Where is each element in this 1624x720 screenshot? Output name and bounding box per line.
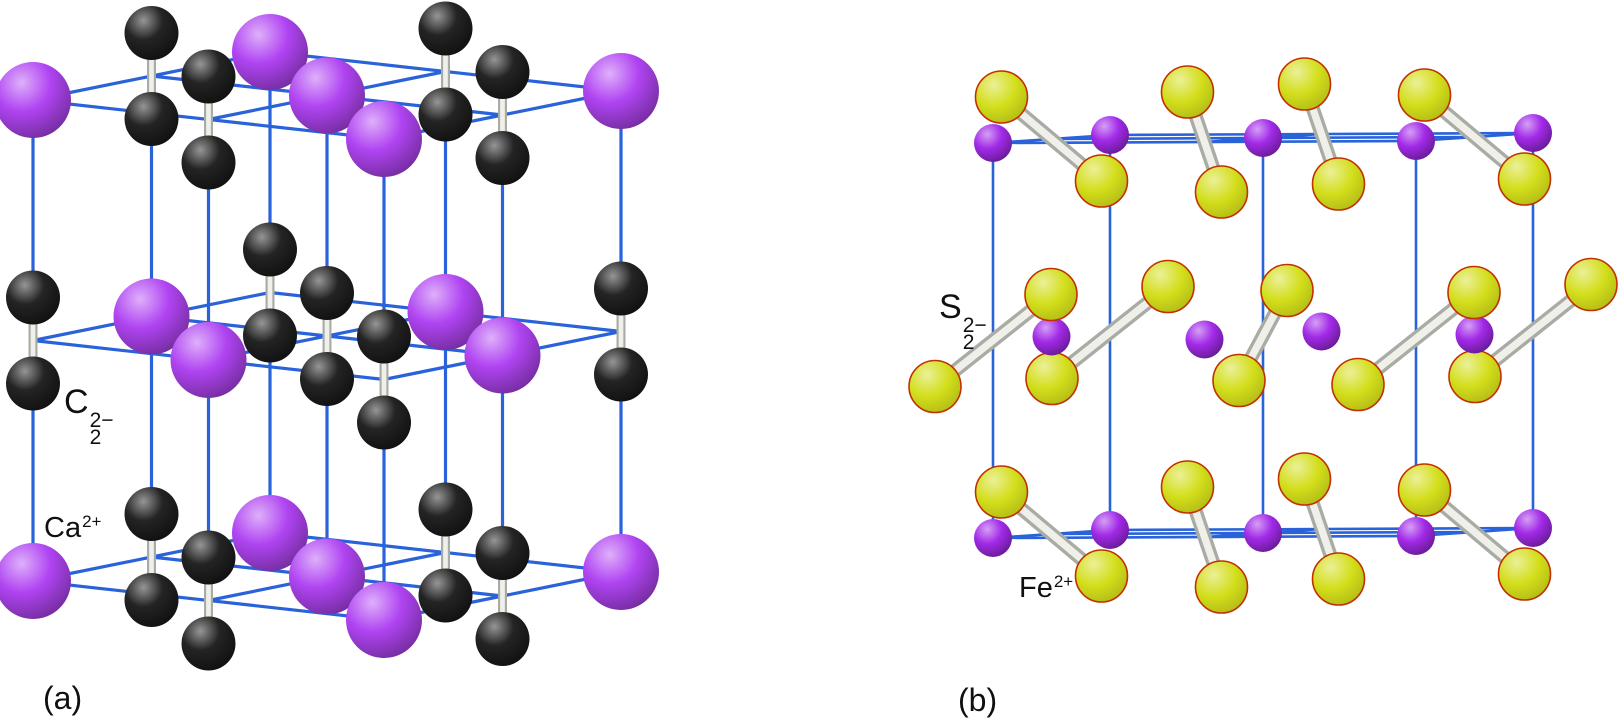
carbide-ion-sphere <box>300 266 354 320</box>
iron-ion-sphere <box>1302 312 1341 351</box>
carbide-ion-sphere <box>594 347 648 402</box>
carbide-ion-sphere <box>243 222 297 277</box>
panel-a-cac2-structure <box>0 1 659 671</box>
carbide-ion-sphere <box>418 482 473 537</box>
sulfur-ion-sphere <box>1311 157 1366 211</box>
sulfur-ion-sphere <box>1397 68 1452 122</box>
carbide-ion-sphere <box>357 309 411 364</box>
iron-ion-sphere <box>1244 119 1282 157</box>
calcium-ion-sphere <box>232 14 308 90</box>
iron-ion-sphere <box>1032 317 1071 356</box>
iron-ion-sphere <box>1397 517 1435 555</box>
sulfur-ion-sphere <box>1141 259 1195 314</box>
calcium-ion-formula-label: Ca2+ <box>44 512 102 544</box>
calcium-ion-sphere <box>0 543 71 619</box>
panel-b-caption: (b) <box>958 682 998 718</box>
sulfur-ion-sphere <box>1564 257 1618 312</box>
carbide-ion-sphere <box>418 568 473 623</box>
sulfur-ion-sphere <box>1074 549 1129 603</box>
carbide-ion-sphere <box>418 1 473 56</box>
sulfur-ion-sphere <box>974 70 1029 124</box>
sulfur-ion-sphere <box>1074 154 1129 208</box>
carbide-ion-sphere <box>418 87 473 142</box>
sulfur-ion-sphere <box>1311 552 1366 606</box>
iron-ion-sphere <box>1514 114 1552 152</box>
sulfur-ion-sphere <box>1194 165 1249 219</box>
iron-ion-sphere <box>1397 122 1435 160</box>
carbide-ion-sphere <box>6 356 60 411</box>
iron-ion-sphere <box>1185 320 1224 359</box>
iron-ion-sphere <box>1455 315 1494 354</box>
panel-b-fes2-structure <box>908 57 1618 614</box>
carbide-ion-sphere <box>181 135 236 190</box>
sulfur-ion-sphere <box>1277 452 1332 506</box>
iron-ion-sphere <box>974 124 1012 162</box>
iron-ion-sphere <box>1091 116 1129 154</box>
calcium-ion-sphere <box>0 62 71 138</box>
carbide-ion-sphere <box>475 131 530 185</box>
sulfur-ion-sphere <box>974 465 1029 519</box>
carbide-ion-sphere <box>124 487 179 541</box>
carbide-ion-sphere <box>181 530 236 585</box>
sulfur-ion-sphere <box>908 359 962 414</box>
iron-ion-sphere <box>974 519 1012 557</box>
sulfur-ion-sphere <box>1497 547 1552 601</box>
carbide-ion-sphere <box>475 612 530 666</box>
sulfur-ion-sphere <box>1160 460 1215 514</box>
sulfur-ion-sphere <box>1194 560 1249 614</box>
calcium-ion-sphere <box>407 274 484 350</box>
carbide-ion-sphere <box>475 526 530 580</box>
carbide-ion-sphere <box>6 270 60 325</box>
calcium-ion-sphere <box>583 534 659 610</box>
calcium-ion-sphere <box>113 278 190 355</box>
calcium-ion-sphere <box>289 538 365 615</box>
carbide-ion-sphere <box>124 6 179 60</box>
sulfur-ion-sphere <box>1277 57 1332 111</box>
carbide-ion-sphere <box>594 261 648 316</box>
iron-ion-sphere <box>1244 514 1282 552</box>
calcium-ion-sphere <box>464 317 541 394</box>
carbide-ion-sphere <box>124 573 179 627</box>
iron-ion-sphere <box>1091 511 1129 549</box>
sulfur-ion-sphere <box>1024 267 1078 322</box>
iron-ion-sphere <box>1514 509 1552 547</box>
sulfur-ion-sphere <box>1025 351 1079 406</box>
iron-ion-formula-label: Fe2+ <box>1019 572 1074 604</box>
sulfur-ion-sphere <box>1260 263 1314 318</box>
calcium-ion-sphere <box>346 101 422 177</box>
calcium-ion-sphere <box>170 322 247 398</box>
sulfur-ion-sphere <box>1160 65 1215 119</box>
sulfur-ion-sphere <box>1212 353 1266 408</box>
calcium-ion-sphere <box>346 582 422 658</box>
calcium-ion-sphere <box>232 495 308 571</box>
sulfur-ion-sphere <box>1397 463 1452 517</box>
sulfur-ion-sphere <box>1448 349 1502 404</box>
carbide-ion-sphere <box>357 395 411 450</box>
sulfur-ion-sphere <box>1447 265 1501 320</box>
sulfur-ion-sphere <box>1497 152 1552 206</box>
carbide-ion-sphere <box>181 49 236 104</box>
carbide-ion-sphere <box>124 92 179 146</box>
sulfur-ion-sphere <box>1331 357 1385 412</box>
carbide-ion-sphere <box>300 352 354 406</box>
carbide-ion-sphere <box>181 616 236 671</box>
calcium-ion-sphere <box>583 53 659 129</box>
carbide-ion-sphere <box>243 308 297 363</box>
panel-a-caption: (a) <box>43 680 83 716</box>
carbide-ion-sphere <box>475 45 530 99</box>
calcium-ion-sphere <box>289 57 365 134</box>
